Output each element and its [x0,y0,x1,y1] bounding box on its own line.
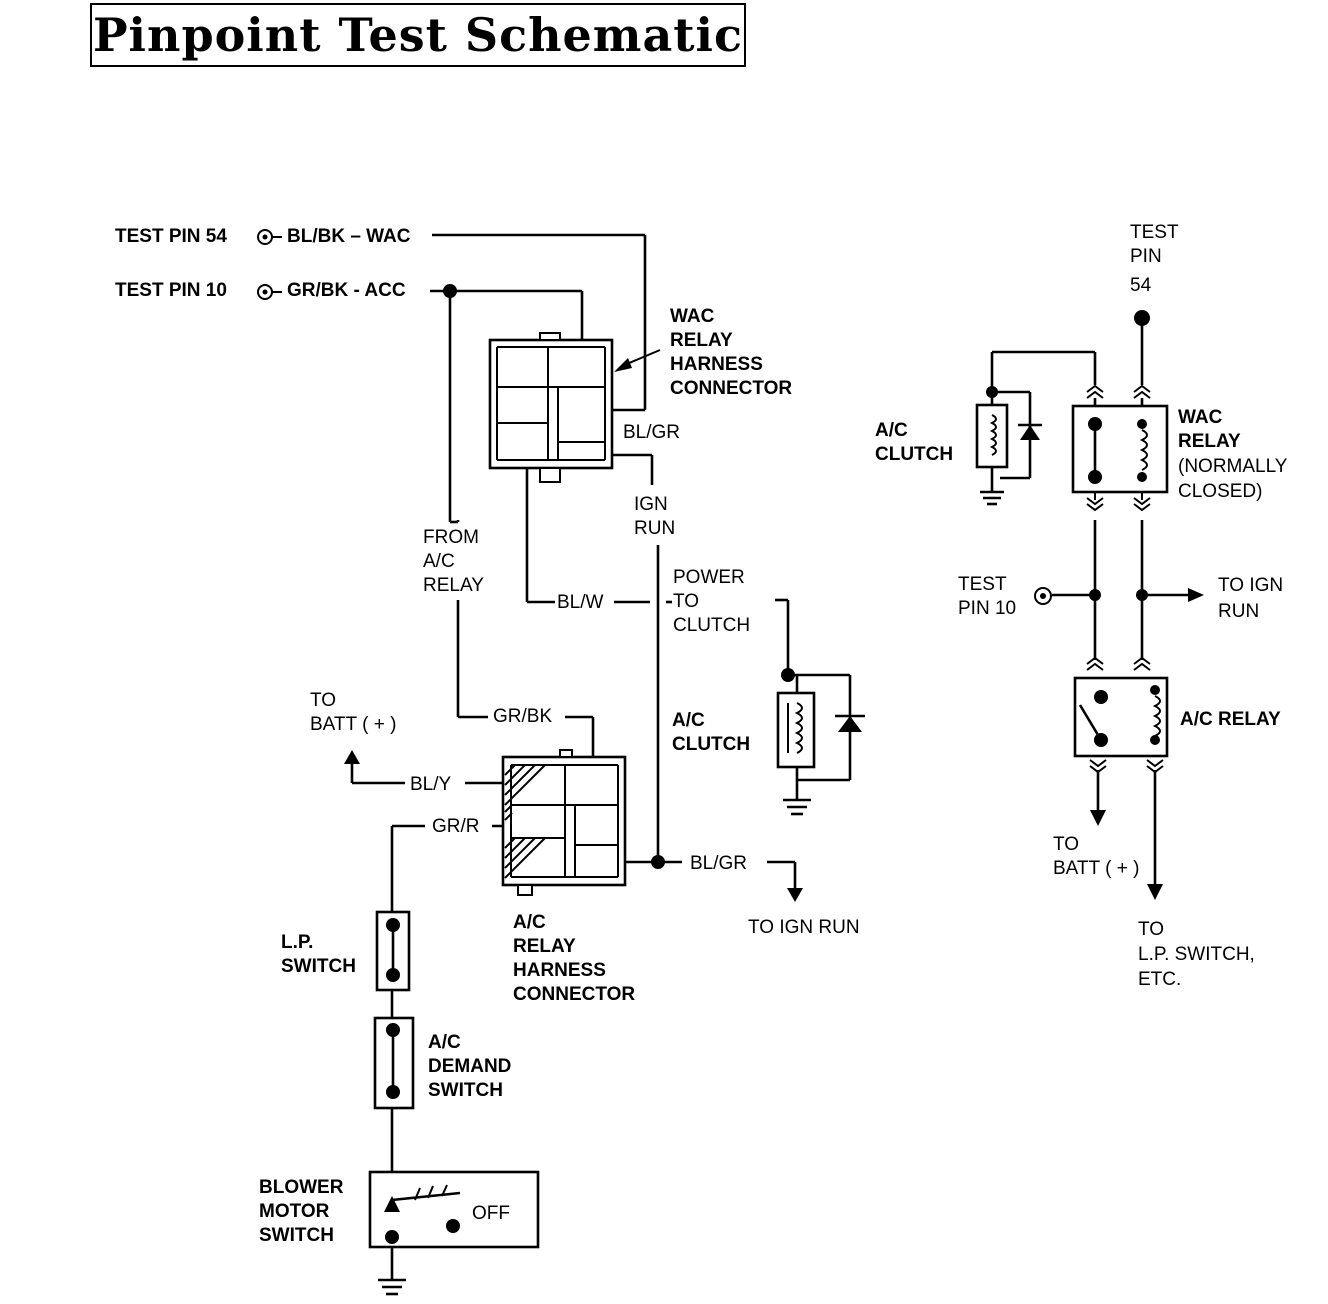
ac-relay-harness-connector-label-1: A/C [513,912,546,933]
blower-motor-switch-symbol [368,1170,540,1296]
wac-relay-harness-connector [488,332,661,483]
junction-dot [651,855,665,869]
connector-chevrons [1086,384,1164,774]
ac-clutch-left-label-1: A/C [672,710,705,731]
test-pin-54-right-label-2: PIN [1130,246,1162,267]
wac-relay-right-label-2: RELAY [1178,431,1241,452]
to-batt-right-label-2: BATT ( + ) [1053,858,1139,879]
test-pin-54-right-label-1: TEST [1130,222,1179,243]
gr-bk-acc-label: GR/BK - ACC [287,280,406,301]
ac-relay-right-label: A/C RELAY [1180,709,1281,730]
to-lp-switch-right-label-1: TO [1138,919,1164,940]
junction-dot [443,284,457,298]
test-pin-54-right-label-3: 54 [1130,275,1152,296]
to-lp-switch-right-label-2: L.P. SWITCH, [1138,944,1255,965]
bl-gr-lower-label: BL/GR [690,853,747,874]
wac-relay-right-label-3: (NORMALLY [1178,456,1288,477]
ac-demand-switch-label-3: SWITCH [428,1080,503,1101]
to-ign-run-right-label-2: RUN [1218,601,1259,622]
test-pin-54-label: TEST PIN 54 [115,226,227,247]
ac-clutch-left-label-2: CLUTCH [672,734,750,755]
ac-clutch-right-symbol [975,386,1042,506]
page-title: Pinpoint Test Schematic [92,8,744,62]
lp-switch-label-2: SWITCH [281,956,356,977]
test-pin-10-label: TEST PIN 10 [115,280,227,301]
ac-demand-switch-label-1: A/C [428,1032,461,1053]
ign-run-label-1: IGN [634,494,668,515]
ign-run-label-2: RUN [634,518,675,539]
arrow-up-to-batt [344,750,360,764]
power-to-clutch-label-2: TO [673,591,699,612]
ac-relay-harness-connector [501,749,627,896]
off-label: OFF [472,1203,510,1224]
ac-relay-right-symbol [1073,676,1169,900]
ac-clutch-right-label-1: A/C [875,420,908,441]
test-pin-54-terminal [257,229,282,245]
from-ac-relay-label-1: FROM [423,527,479,548]
ac-demand-switch-symbol [373,1016,415,1110]
blower-motor-switch-label-3: SWITCH [259,1225,334,1246]
wac-relay-harness-connector-label-2: RELAY [670,330,733,351]
to-ign-run-right-label-1: TO IGN [1218,575,1283,596]
ac-demand-switch-label-2: DEMAND [428,1056,511,1077]
bl-bk-wac-label: BL/BK – WAC [287,226,411,247]
ac-clutch-left-symbol [776,668,865,816]
wac-relay-right-label-1: WAC [1178,407,1223,428]
bl-gr-top-label: BL/GR [623,422,680,443]
power-to-clutch-label-1: POWER [673,567,745,588]
power-to-clutch-label-3: CLUTCH [673,615,750,636]
gr-bk-lower-label: GR/BK [493,706,552,727]
lp-switch-label-1: L.P. [281,932,313,953]
to-batt-left-label-2: BATT ( + ) [310,714,396,735]
ac-relay-harness-connector-label-2: RELAY [513,936,576,957]
wac-relay-harness-connector-label-1: WAC [670,306,715,327]
ac-relay-harness-connector-label-4: CONNECTOR [513,984,635,1005]
left-wiring [350,233,797,1280]
blower-motor-switch-label-2: MOTOR [259,1201,330,1222]
to-ign-run-lower-label: TO IGN RUN [748,917,860,938]
to-lp-switch-right-label-3: ETC. [1138,969,1181,990]
gr-r-label: GR/R [432,816,480,837]
test-pin-10-terminal [257,284,282,300]
wac-relay-harness-connector-label-3: HARNESS [670,354,763,375]
test-pin-10-right-terminal [1034,587,1204,605]
title-box: Pinpoint Test Schematic [90,3,746,67]
ac-relay-harness-connector-label-3: HARNESS [513,960,606,981]
ac-clutch-right-label-2: CLUTCH [875,444,953,465]
test-pin-10-right-label-1: TEST [958,574,1007,595]
from-ac-relay-label-2: A/C [423,551,455,572]
blower-motor-switch-label-1: BLOWER [259,1177,344,1198]
bl-w-label: BL/W [557,592,604,613]
wac-relay-right-label-4: CLOSED) [1178,481,1262,502]
bl-y-label: BL/Y [410,774,452,795]
from-ac-relay-label-3: RELAY [423,575,484,596]
lp-switch-symbol [375,910,411,992]
arrow-down-to-ign-run [787,888,803,902]
test-pin-10-right-label-2: PIN 10 [958,598,1016,619]
to-batt-left-label-1: TO [310,690,336,711]
wac-relay-right-symbol [1071,404,1169,500]
wac-relay-harness-connector-label-4: CONNECTOR [670,378,792,399]
to-batt-right-label-1: TO [1053,834,1079,855]
